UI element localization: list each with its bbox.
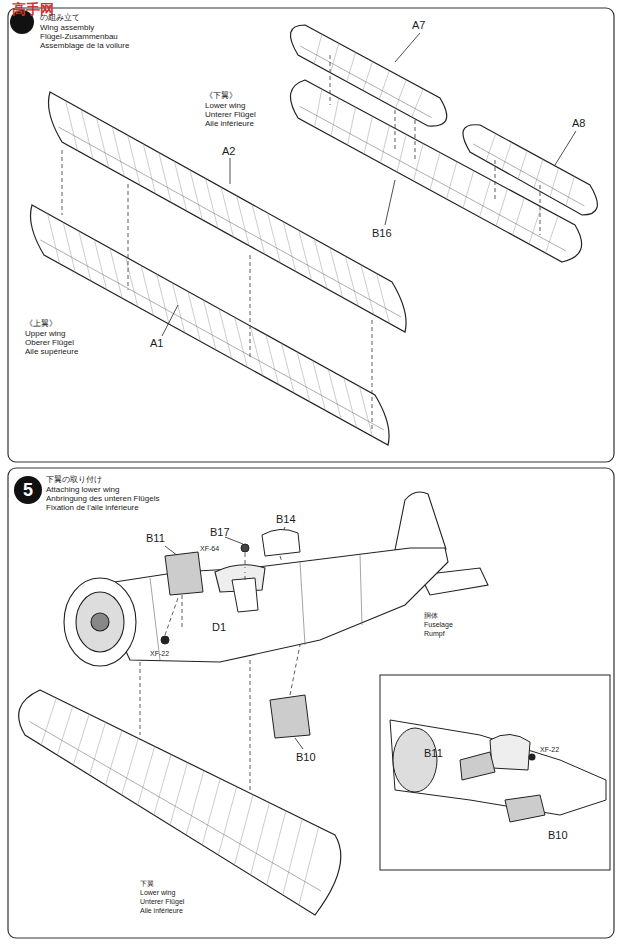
callout-number: D1 [212, 622, 226, 633]
caption-text: Fuselage [424, 621, 453, 628]
panel-frame [8, 8, 614, 462]
wing [31, 205, 390, 445]
caption-text: Wing assembly [40, 24, 94, 32]
caption-text: Unterer Flügel [205, 111, 256, 119]
caption-text: XF-22 [540, 746, 559, 753]
callout-number: A7 [412, 20, 425, 31]
panel-frame [8, 468, 614, 938]
caption-text: Assemblage de la voilure [40, 42, 129, 50]
callout-number: B14 [276, 514, 296, 525]
callout-number: B11 [424, 748, 443, 759]
caption-text: Aile inférieure [205, 120, 254, 128]
caption-text: Fixation de l'aile inférieure [46, 504, 139, 512]
callout-number: B16 [372, 228, 392, 239]
callout-number: B11 [146, 533, 165, 544]
caption-text: Upper wing [25, 330, 65, 338]
small-parts [161, 529, 310, 738]
wing [290, 25, 446, 126]
caption-text: 下翼の取り付け [46, 476, 102, 484]
caption-text: Attaching lower wing [46, 486, 119, 494]
caption-text: Unterer Flügel [140, 898, 184, 905]
caption-text: 下翼 [140, 880, 154, 887]
wing [49, 92, 407, 332]
fuselage [64, 492, 488, 666]
callout-number: B10 [296, 752, 316, 763]
caption-text: Anbringung des unteren Flügels [46, 495, 159, 503]
callout-number: B17 [210, 527, 230, 538]
callout-number: A2 [222, 146, 235, 157]
guide-lines [140, 553, 300, 790]
inset [380, 675, 610, 870]
callout-number: B10 [548, 830, 568, 841]
caption-text: Rumpf [424, 630, 445, 637]
caption-text: XF-22 [150, 650, 169, 657]
caption-text: Lower wing [205, 102, 245, 110]
caption-text: 《上翼》 [25, 320, 57, 328]
wing [19, 690, 341, 915]
caption-text: 《下翼》 [205, 92, 237, 100]
step-number-text: 5 [23, 481, 33, 499]
caption-text: Flügel-Zusammenbau [40, 33, 118, 41]
caption-text: Lower wing [140, 889, 175, 896]
caption-text: XF-64 [200, 545, 219, 552]
caption-text: Oberer Flügel [25, 339, 74, 347]
callout-number: A1 [150, 338, 163, 349]
callout-number: A8 [572, 118, 585, 129]
caption-text: Aile inférieure [140, 907, 183, 914]
caption-text: 胴体 [424, 612, 438, 619]
step-number: 5 [14, 476, 42, 504]
guide-lines [62, 55, 540, 430]
caption-text: の組み立て [40, 14, 80, 22]
caption-text: Aile supérieure [25, 348, 78, 356]
wing [463, 125, 597, 215]
